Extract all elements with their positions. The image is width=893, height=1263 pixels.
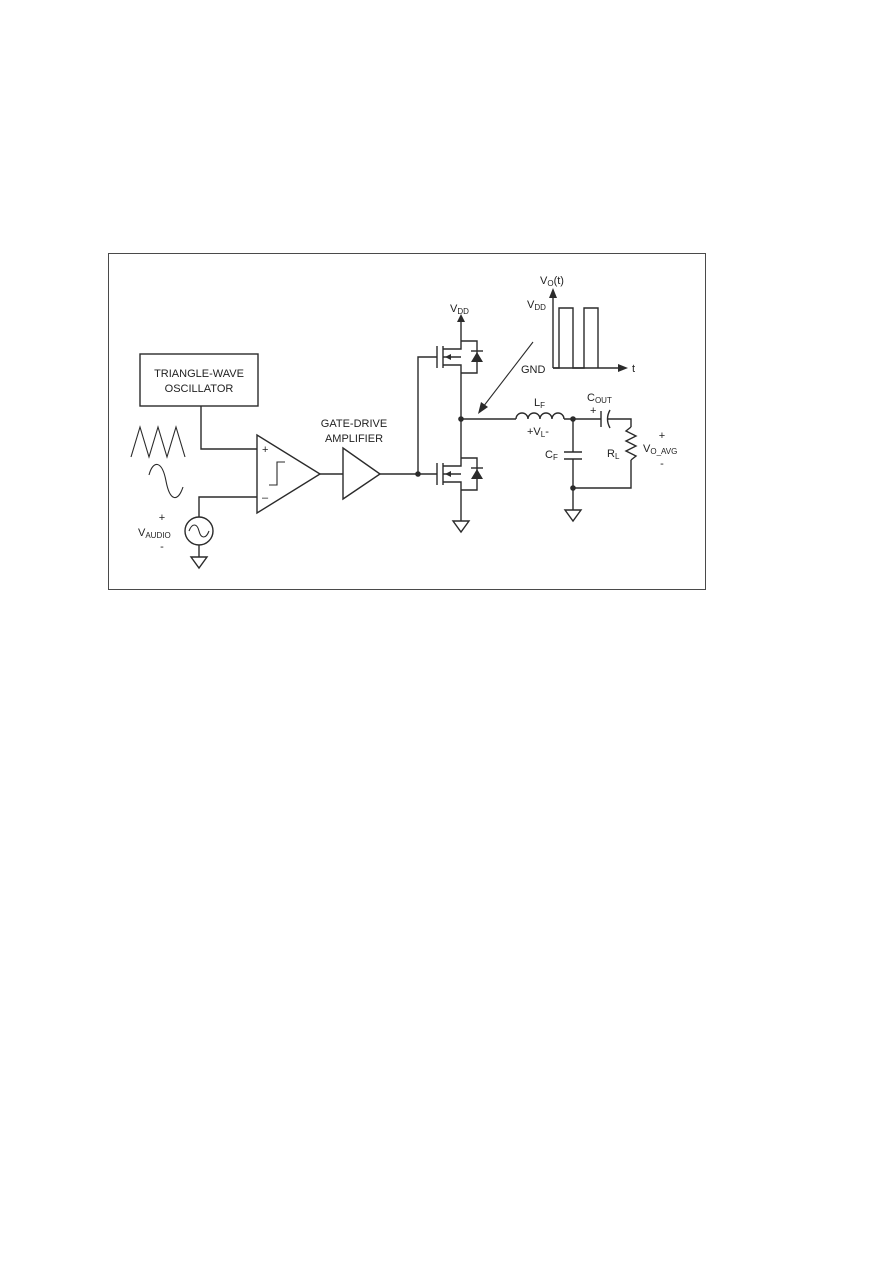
voavg-main: V — [643, 443, 651, 455]
load-return-wire — [573, 460, 632, 489]
vaudio-sub: AUDIO — [145, 531, 170, 540]
rl-sub: L — [615, 452, 620, 461]
voavg-sub: O_AVG — [650, 447, 677, 456]
oscillator-label-line1: TRIANGLE-WAVE — [154, 368, 244, 380]
triangle-wave-icon — [130, 425, 186, 459]
vaudio-plus: + — [159, 512, 165, 524]
pointer-arrow — [482, 341, 534, 408]
inductor-icon — [515, 412, 565, 420]
vdd-supply-label: VDD — [450, 303, 469, 316]
oscillator-label-line2: OSCILLATOR — [165, 383, 234, 395]
audio-wire — [198, 496, 257, 517]
cout-label: COUT — [587, 392, 612, 405]
ac-tilde-icon — [188, 524, 210, 538]
cf-sub: F — [553, 453, 558, 462]
gate-drive-label-line2: AMPLIFIER — [325, 433, 383, 445]
vl-suffix: - — [545, 426, 549, 438]
sine-wave-icon — [148, 463, 184, 499]
lower-mosfet-icon — [436, 457, 483, 498]
vdd-supply-sub: DD — [457, 307, 469, 316]
cf-main: C — [545, 449, 553, 461]
vaudio-main: V — [138, 527, 146, 539]
gate-drive-amplifier-icon — [342, 446, 382, 501]
ground-icon-bridge — [451, 520, 471, 534]
pointer-arrowhead-icon — [478, 402, 488, 414]
cout-sub: OUT — [595, 396, 612, 405]
voavg-label: VO_AVG — [643, 443, 677, 456]
load-resistor-icon — [624, 426, 638, 461]
rl-main: R — [607, 448, 615, 460]
upper-mosfet-icon — [436, 333, 483, 381]
rl-label: RL — [607, 448, 620, 461]
vl-sub: L — [541, 430, 546, 439]
vaudio-label: VAUDIO — [138, 527, 171, 540]
oscillator-block — [139, 353, 259, 407]
comparator-plus-label: + — [262, 444, 268, 456]
vl-prefix: +V — [527, 426, 541, 438]
vo-t-sub: O — [547, 279, 553, 288]
ground-icon-output — [563, 509, 583, 523]
comparator-icon — [256, 433, 322, 515]
cout-output-wire — [607, 418, 632, 427]
voavg-minus: - — [660, 458, 664, 470]
lf-sub: F — [540, 401, 545, 410]
time-axis-label: t — [632, 363, 635, 375]
vdd-supply-main: V — [450, 303, 458, 315]
voavg-plus: + — [659, 430, 665, 442]
upper-gate-wire — [417, 356, 437, 474]
ground-icon-audio — [189, 556, 209, 570]
hysteresis-icon — [269, 461, 285, 486]
cf-label: CF — [545, 449, 558, 462]
comparator-minus-label: – — [262, 492, 269, 504]
cout-main: C — [587, 392, 595, 404]
gnd-axis-label: GND — [521, 364, 546, 376]
lf-main: L — [534, 397, 540, 409]
diagram-frame — [108, 253, 706, 590]
vdd-axis-main: V — [527, 299, 535, 311]
output-waveform-graph — [549, 288, 628, 372]
lf-label: LF — [534, 397, 545, 410]
vl-label: +VL- — [527, 426, 549, 439]
vaudio-minus: - — [160, 541, 164, 553]
vo-t-suffix: (t) — [554, 275, 564, 287]
waveform-y-arrow-icon — [549, 288, 557, 298]
waveform-x-arrow-icon — [618, 364, 628, 372]
vo-t-label: VO(t) — [540, 275, 564, 288]
gate-drive-label-line1: GATE-DRIVE — [321, 418, 387, 430]
oscillator-wire — [200, 406, 257, 450]
vo-t-main: V — [540, 275, 548, 287]
vdd-arrow-icon — [457, 314, 465, 322]
cout-plus: + — [590, 405, 596, 417]
cf-capacitor-icon — [564, 451, 582, 460]
vdd-axis-label: VDD — [527, 299, 546, 312]
vdd-axis-sub: DD — [534, 303, 546, 312]
pwm-pulse-trace — [553, 307, 599, 369]
